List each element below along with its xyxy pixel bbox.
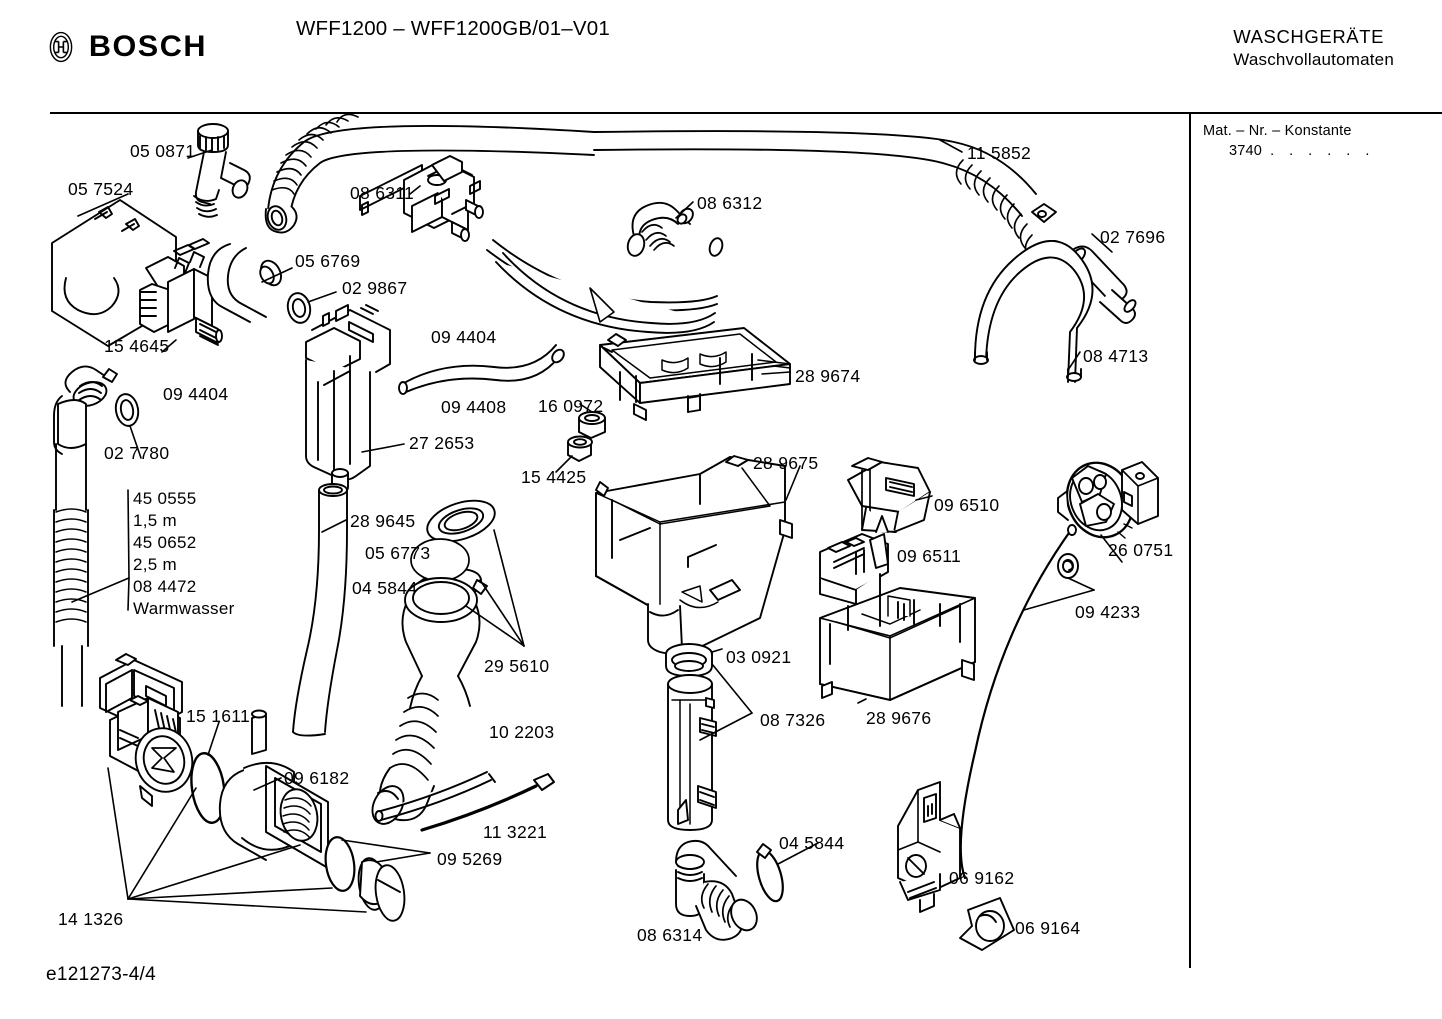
part-number-050871: 05 0871 [130,141,196,161]
part-056769-hose [206,243,282,323]
part-094408-hose [398,344,565,395]
part-number-095269: 09 5269 [437,849,503,869]
part-number-289674: 28 9674 [795,366,861,386]
frame-vertical-rule [1189,114,1191,968]
material-number-legend: Mat. – Nr. – Konstante 3740 . . . . . . [1203,122,1375,161]
model-title: WFF1200 – WFF1200GB/01–V01 [296,17,610,40]
inlet-hose-corrugated [264,113,595,234]
part-number-096510: 09 6510 [934,495,1000,515]
bosch-logo: BOSCH [44,30,206,64]
legend-dots: . . . . . . [1270,142,1375,159]
part-289674-dispenser-lid [599,327,791,421]
part-number-160972: 16 0972 [538,396,604,416]
bosch-anchor-icon [49,31,73,63]
part-number-056769: 05 6769 [295,251,361,271]
part-number-289645: 28 9645 [350,511,416,531]
part-number-057524: 05 7524 [68,179,134,199]
part-number-096182: 09 6182 [284,768,350,788]
part-102203-hose [374,771,496,822]
part-027696-plug [1069,245,1137,324]
part-number-045844a: 04 5844 [352,578,418,598]
part-057524-cover-plate [51,199,177,347]
part-number-154425: 15 4425 [521,467,587,487]
part-number-141326: 14 1326 [58,909,124,929]
part-number-154645: 15 4645 [104,336,170,356]
part-number-289676: 28 9676 [866,708,932,728]
part-069164-knob [959,897,1015,951]
part-number-115852: 11 5852 [967,143,1032,163]
part-number-086312: 08 6312 [697,193,763,213]
part-number-113221: 11 3221 [483,822,548,842]
part-084713-hook-bracket [973,203,1094,383]
hose-spec-line: 08 4472 [133,577,197,597]
part-number-027780: 02 7780 [104,443,170,463]
category-sub: Waschvollautomaten [1233,50,1394,69]
part-086312-elbow [626,201,694,257]
part-number-069164: 06 9164 [1015,918,1081,938]
category-main: WASCHGERÄTE [1233,26,1385,47]
part-087326-standpipe [665,643,753,831]
part-289676-drawer [819,587,976,704]
drawing-number: e121273-4/4 [46,964,157,985]
brand-name: BOSCH [88,30,208,63]
part-number-260751: 26 0751 [1108,540,1174,560]
part-number-295610: 29 5610 [484,656,550,676]
category-block: WASCHGERÄTE Waschvollautomaten [1233,26,1394,70]
frame-top-rule [50,112,1442,114]
part-number-029867: 02 9867 [342,278,408,298]
part-094233-fastener-and-cable [959,524,1095,880]
part-number-096511: 09 6511 [897,546,962,566]
part-096510-bracket [847,457,933,533]
part-141326-pump-assembly [99,653,431,922]
part-154425-bush [567,435,593,462]
part-050871-tap-adaptor [193,123,251,218]
hose-spec-line: 45 0555 [133,489,197,508]
part-number-027696: 02 7696 [1100,227,1166,247]
legend-line-1: Mat. – Nr. – Konstante [1203,123,1352,139]
hose-spec-line: 45 0652 [133,533,197,553]
part-number-094233: 09 4233 [1075,602,1141,622]
part-number-056773: 05 6773 [365,543,431,563]
part-094404-hoses [486,237,724,334]
hose-spec-line: Warmwasser [133,599,235,619]
part-069162-bracket [897,781,961,913]
hose-spec-line: 1,5 m [133,511,178,531]
part-number-086311: 08 6311 [350,183,415,203]
leader-lines [77,139,1113,533]
part-number-045844b: 04 5844 [779,833,845,853]
part-number-272653: 27 2653 [409,433,475,453]
part-number-084713: 08 4713 [1083,346,1149,366]
part-029867-washer [286,292,312,324]
part-289675-detergent-housing [595,455,801,655]
part-number-030921: 03 0921 [726,647,792,667]
part-272653-water-container [305,304,391,493]
part-154645-inlet-valve [139,238,223,346]
part-number-094404a: 09 4404 [431,327,497,347]
part-number-086314: 08 6314 [637,925,703,945]
part-number-069162: 06 9162 [949,868,1015,888]
part-number-094404b: 09 4404 [163,384,229,404]
hose-spec-line: 2,5 m [133,555,178,575]
part-289645-drain-hose [292,483,348,737]
part-number-094408: 09 4408 [441,397,507,417]
part-number-087326: 08 7326 [760,710,826,730]
part-027780-and-supply-hose [53,365,140,707]
legend-number: 3740 [1229,142,1263,159]
part-number-102203: 10 2203 [489,722,555,742]
part-096511-bracket [819,515,889,613]
part-number-151611: 15 1611 [186,706,251,726]
part-number-289675: 28 9675 [753,453,819,473]
